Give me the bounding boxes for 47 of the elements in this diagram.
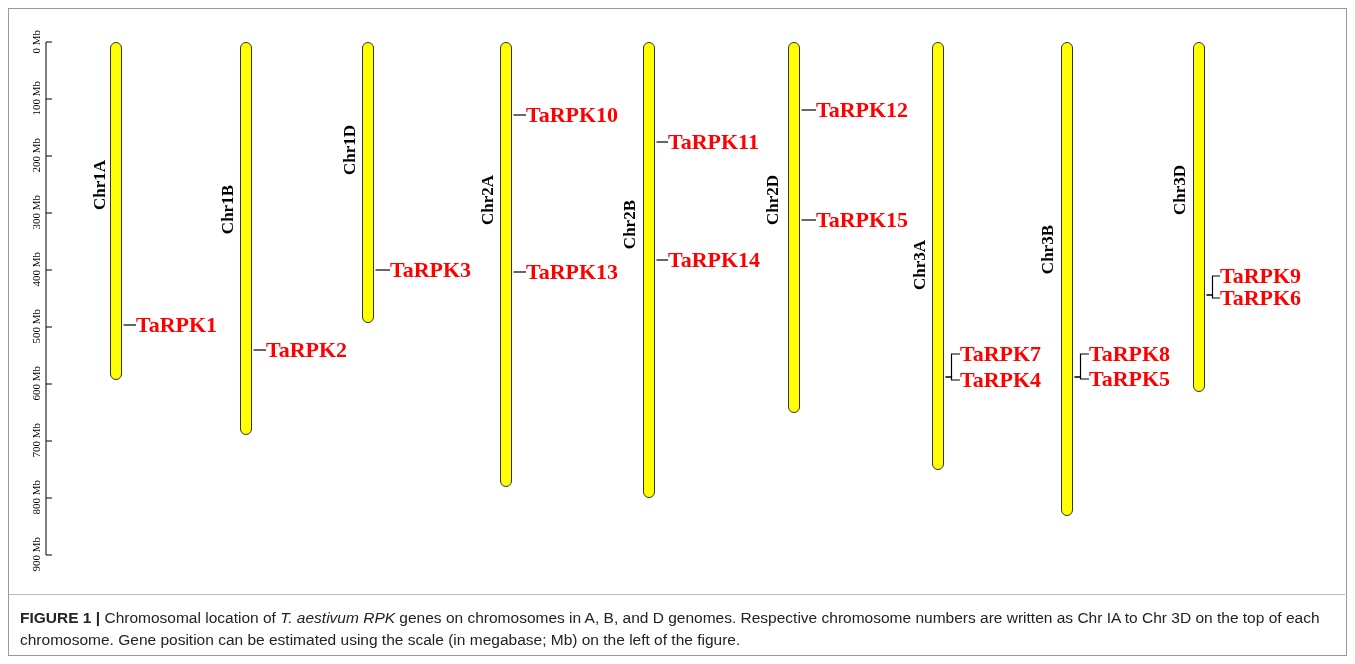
gene-label: TaRPK14 <box>668 248 761 272</box>
leader-line <box>655 141 669 143</box>
gene-label: TaRPK5 <box>1089 367 1171 391</box>
gene-label: TaRPK13 <box>526 260 619 284</box>
scale-label: 100 Mb <box>30 81 42 116</box>
gene-label: TaRPK12 <box>816 98 909 122</box>
chromosome-label: Chr1B <box>218 185 238 235</box>
leader-line <box>512 271 527 273</box>
gene-label: TaRPK6 <box>1220 286 1302 310</box>
chromosome-label: Chr1A <box>90 160 110 211</box>
scale-label: 500 Mb <box>30 309 42 344</box>
leader-line <box>1205 294 1221 299</box>
chromosome-label: Chr3A <box>910 240 930 291</box>
scale-label: 600 Mb <box>30 366 42 401</box>
leader-line <box>1073 376 1090 380</box>
scale-label: 700 Mb <box>30 423 42 458</box>
leader-line <box>512 114 527 116</box>
gene-label: TaRPK15 <box>816 208 909 232</box>
figure-caption: FIGURE 1 | Chromosomal location of T. aestivum RPK genes on chromosomes in A, B, and D genomes. Respective chromosome numbers are written as Chr IA to Chr 3D on the top of each chromosome. Gene position can be estimated using the scale (in megabase; Mb) on the left of the figure. <box>20 608 1320 650</box>
gene-label: TaRPK7 <box>960 342 1042 366</box>
scale-label: 200 Mb <box>30 138 42 173</box>
scale-label: 800 Mb <box>30 480 42 515</box>
leader-line <box>800 219 817 221</box>
leader-line <box>655 259 669 261</box>
scale-label: 900 Mb <box>30 537 42 572</box>
gene-label: TaRPK9 <box>1220 264 1302 288</box>
chromosome-label: Chr2B <box>620 200 640 250</box>
gene-label: TaRPK3 <box>390 258 472 282</box>
gene-label: TaRPK1 <box>136 313 218 337</box>
chromosome-label: Chr1D <box>340 125 360 176</box>
chromosome-label: Chr2A <box>478 175 498 226</box>
leader-line <box>800 109 817 111</box>
chromosome-label: Chr3D <box>1170 165 1190 216</box>
gene-label: TaRPK10 <box>526 103 619 127</box>
gene-label: TaRPK8 <box>1089 342 1171 366</box>
chromosome-label: Chr3B <box>1038 225 1058 275</box>
leader-line <box>374 269 391 271</box>
leader-line <box>944 376 961 381</box>
gene-label: TaRPK11 <box>668 130 759 154</box>
chromosome-label: Chr2D <box>763 175 783 226</box>
scale-label: 300 Mb <box>30 195 42 230</box>
leader-line <box>122 324 137 326</box>
scale-label: 400 Mb <box>30 252 42 287</box>
leader-line <box>252 349 267 351</box>
scale-label: 0 Mb <box>30 30 42 54</box>
gene-label: TaRPK4 <box>960 368 1042 392</box>
gene-label: TaRPK2 <box>266 338 348 362</box>
